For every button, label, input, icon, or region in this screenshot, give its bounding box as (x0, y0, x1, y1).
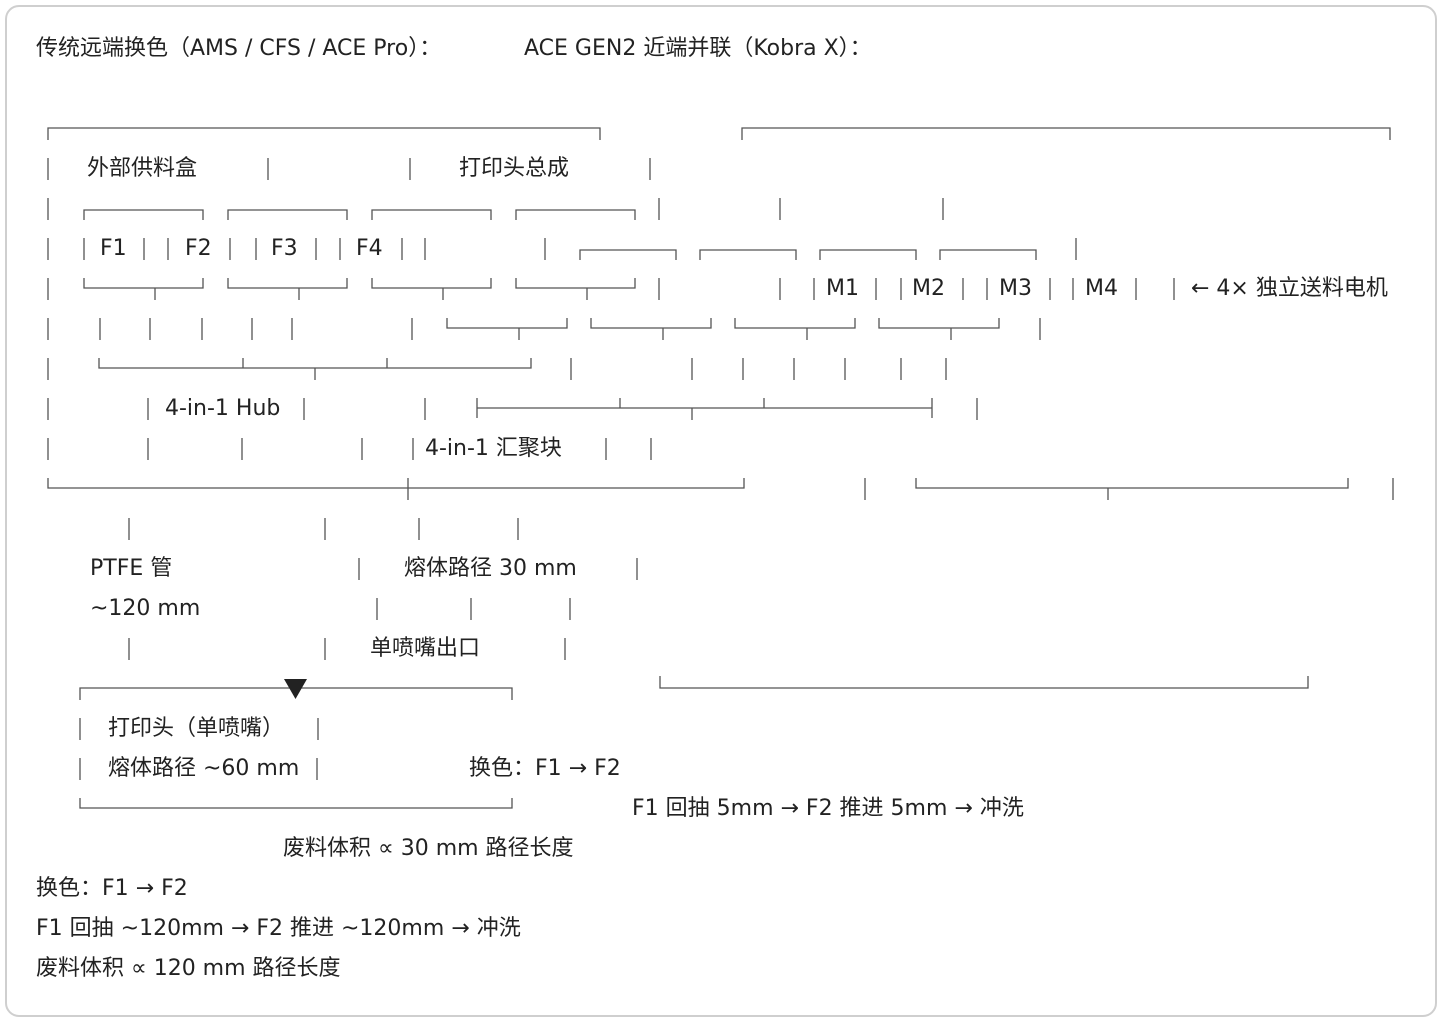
external-box-bottom (47, 478, 745, 500)
feeder-bracket-2-top (227, 209, 348, 220)
melt-path-near-label: 熔体路径 30 mm (404, 556, 577, 581)
heading-gen2: ACE GEN2 近端并联（Kobra X）： (524, 36, 872, 61)
merge-block-label: 4-in-1 汇聚块 (425, 436, 562, 461)
gen2-melt-bracket (659, 676, 1309, 689)
external-box-label: 外部供料盒 (87, 156, 198, 181)
feeder-bracket-1-bottom (83, 278, 204, 300)
melt-path-label: 熔体路径 ~60 mm (108, 756, 300, 781)
motor-label-m2: M2 (912, 276, 945, 301)
diagram-frame (5, 5, 1437, 1017)
ptfe-tube-label: PTFE 管 (90, 556, 173, 581)
merge-input-bracket (476, 398, 933, 420)
feeder-bracket-3-bottom (371, 278, 492, 300)
feeder-label-f1: F1 (100, 236, 127, 261)
motor-bracket-4-top (939, 249, 1037, 260)
motor-separators (658, 278, 1175, 300)
hub-row-ticks (147, 398, 978, 420)
row6-ticks (570, 358, 947, 380)
ptfe-length-label: ~120 mm (90, 596, 201, 621)
motor-note: ← 4× 独立送料电机 (1191, 276, 1388, 301)
traditional-swap-steps: F1 回抽 ~120mm → F2 推进 ~120mm → 冲洗 (36, 916, 521, 941)
printhead-label: 打印头（单喷嘴） (108, 716, 285, 741)
feeder-bracket-4-bottom (515, 278, 636, 300)
motor-bracket-3-top (819, 249, 917, 260)
feeder-bracket-4-top (515, 209, 636, 220)
heading-traditional: 传统远端换色（AMS / CFS / ACE Pro）： (36, 36, 442, 61)
row5-ticks (99, 318, 1041, 340)
single-outlet-label: 单喷嘴出口 (370, 636, 481, 661)
hub-input-bracket (98, 358, 532, 380)
feeder-label-f3: F3 (271, 236, 298, 261)
printhead-bracket-bottom (79, 798, 513, 809)
feeder-bracket-1-top (83, 209, 204, 220)
feeder-bracket-2-bottom (227, 278, 348, 300)
gen2-top-bracket (741, 127, 1391, 140)
row1-separators (267, 158, 651, 180)
feeder-label-f2: F2 (185, 236, 212, 261)
external-box-bracket (47, 127, 601, 140)
merge-row-ticks (147, 438, 652, 460)
motor-bracket-1-bottom (446, 318, 568, 340)
motor-bracket-2-top (699, 249, 797, 260)
waste-near-label: 废料体积 ∝ 30 mm 路径长度 (283, 836, 574, 861)
printhead-assembly-label: 打印头总成 (459, 156, 570, 181)
traditional-swap-label: 换色：F1 → F2 (36, 876, 188, 901)
motor-label-m4: M4 (1085, 276, 1118, 301)
motor-bracket-3-bottom (734, 318, 856, 340)
downward-arrow (284, 679, 307, 699)
feeder-separators (83, 238, 1077, 260)
gen2-swap-label: 换色：F1 → F2 (469, 756, 621, 781)
gen2-bottom-bracket (915, 478, 1349, 500)
bottom-right-ticks (864, 478, 1394, 500)
motor-bracket-1-top (579, 249, 677, 260)
motor-bracket-2-bottom (590, 318, 712, 340)
traditional-waste-label: 废料体积 ∝ 120 mm 路径长度 (36, 956, 341, 981)
row2-right-ticks (658, 198, 944, 220)
motor-bracket-4-bottom (878, 318, 1000, 340)
motor-label-m1: M1 (826, 276, 859, 301)
ptfe-row-ticks (128, 518, 638, 660)
feeder-label-f4: F4 (356, 236, 383, 261)
printhead-ticks (79, 718, 319, 780)
gen2-swap-steps: F1 回抽 5mm → F2 推进 5mm → 冲洗 (632, 796, 1024, 821)
motor-label-m3: M3 (999, 276, 1032, 301)
hub-label: 4-in-1 Hub (165, 396, 281, 421)
feeder-bracket-3-top (371, 209, 492, 220)
